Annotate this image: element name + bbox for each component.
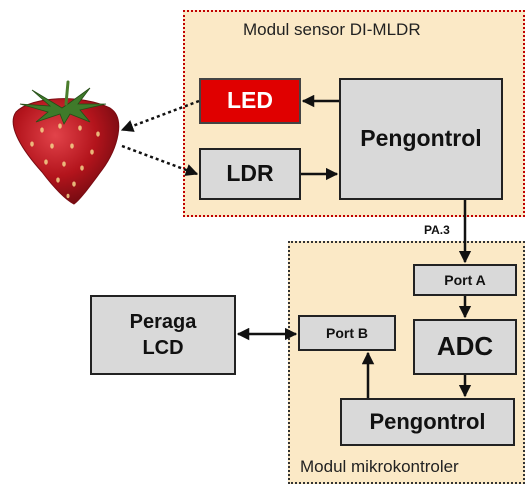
port-b-block: Port B [298, 315, 396, 351]
microcontroller-module-title: Modul mikrokontroler [300, 457, 459, 476]
adc-block: ADC [413, 319, 517, 375]
lcd-label-line1: Peraga [129, 311, 197, 333]
port-a-block: Port A [413, 264, 517, 296]
micro-controller-block: Pengontrol [340, 398, 515, 446]
led-light-path [120, 99, 200, 132]
reflection-path [121, 144, 199, 176]
pa3-signal-label: PA.3 [424, 223, 450, 237]
ldr-block: LDR [199, 148, 301, 200]
strawberry-icon [12, 80, 120, 205]
lcd-label-line2: LCD [142, 337, 184, 359]
sensor-module-title: Modul sensor DI-MLDR [243, 20, 421, 39]
sensor-controller-block: Pengontrol [339, 78, 503, 200]
led-block: LED [199, 78, 301, 124]
lcd-display-block: Peraga LCD [90, 295, 236, 375]
